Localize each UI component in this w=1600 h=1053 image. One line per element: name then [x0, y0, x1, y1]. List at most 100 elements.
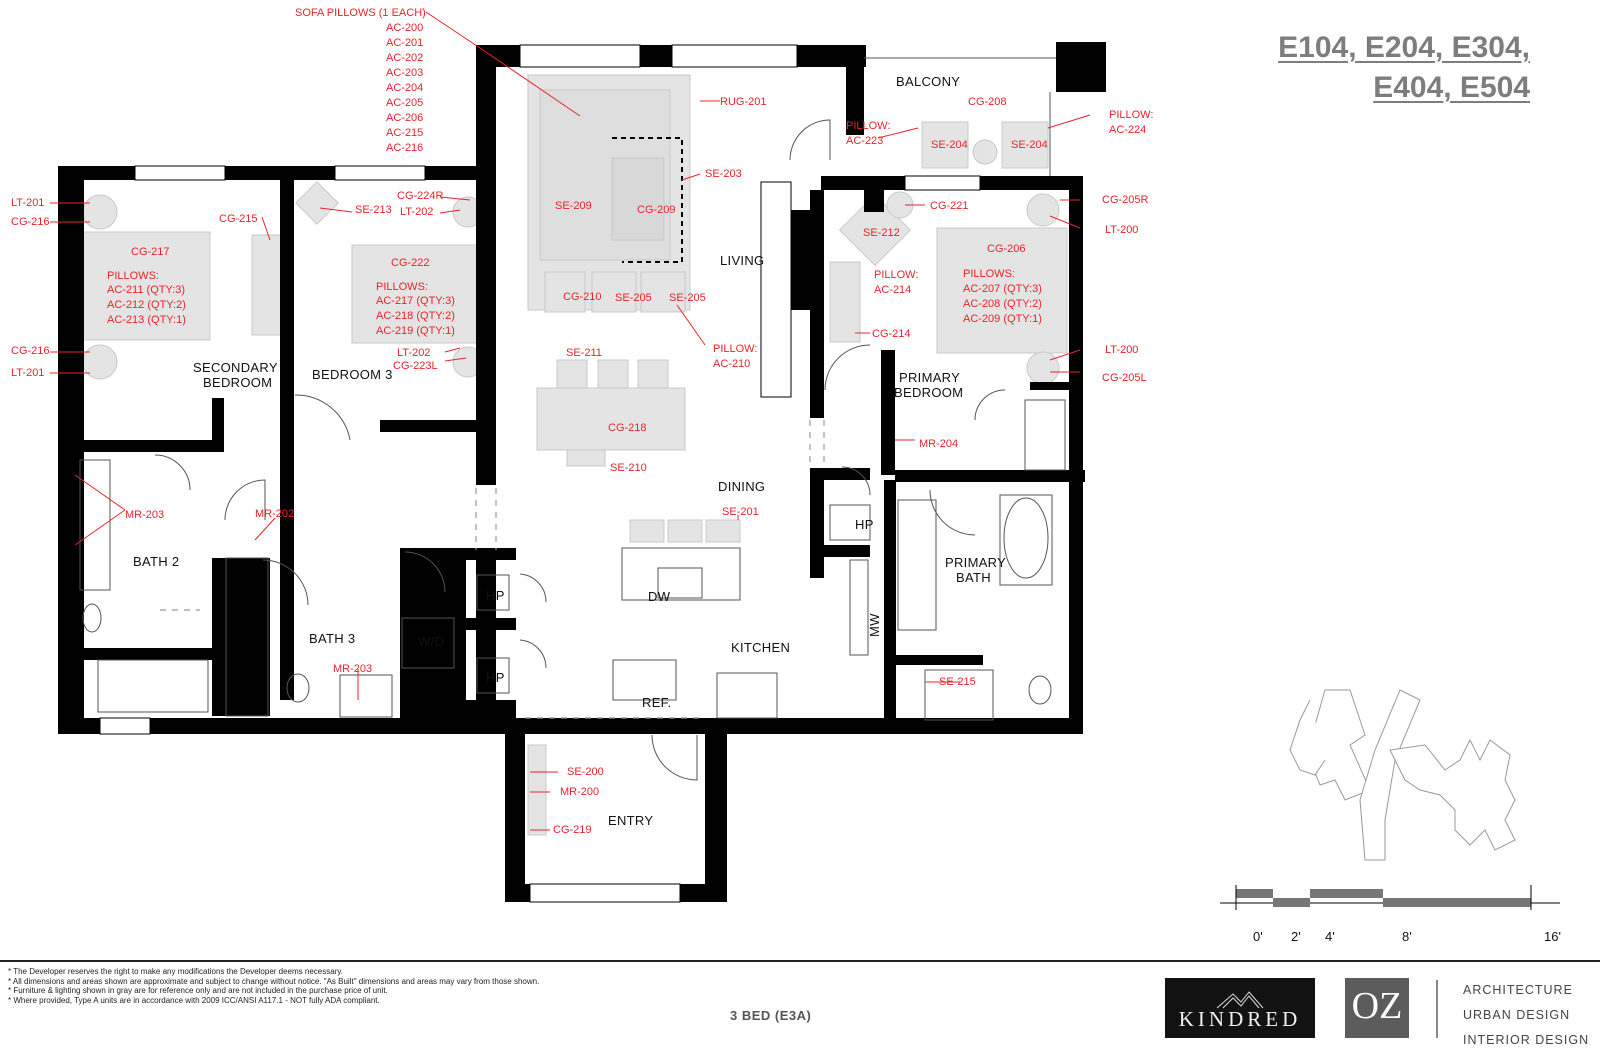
room-secondary-bedroom-1: SECONDARY [193, 360, 278, 375]
room-bedroom-3: BEDROOM 3 [312, 367, 393, 382]
callout-mr203: MR-203 [125, 509, 165, 521]
callout-se205: SE-205 [669, 292, 706, 304]
callout-lt201: LT-201 [11, 197, 45, 209]
callout-mr202: MR-202 [255, 508, 295, 520]
secondary-pillows-label: PILLOWS: [107, 270, 159, 282]
floor-plan [50, 11, 1560, 910]
furniture [79, 74, 1068, 836]
kindred-logo: KINDRED [1165, 978, 1315, 1038]
scale-label: 0' [1253, 929, 1263, 944]
room-primary-bedroom-1: PRIMARY [899, 370, 961, 385]
callout-cg214: CG-214 [872, 328, 911, 340]
sofa-pillow-code: AC-215 [386, 127, 424, 139]
dishwasher-label: DW [648, 589, 671, 604]
callout-pillow-ac210-code: AC-210 [713, 358, 751, 370]
refrigerator-label: REF. [642, 695, 672, 710]
callout-se210: SE-210 [610, 462, 647, 474]
callout-cg221: CG-221 [930, 200, 969, 212]
callout-se201: SE-201 [722, 506, 759, 518]
bed-secondary [79, 231, 211, 341]
firm-services: ARCHITECTURE URBAN DESIGN INTERIOR DESIG… [1463, 978, 1589, 1053]
callout-pillow-ac224: PILLOW: [1109, 109, 1154, 121]
scale-label: 4' [1325, 929, 1335, 944]
callout-lt201: LT-201 [11, 367, 45, 379]
callout-mr200: MR-200 [560, 786, 600, 798]
callout-cg219: CG-219 [553, 824, 592, 836]
callout-pillow-ac210: PILLOW: [713, 343, 758, 355]
callout-se200: SE-200 [567, 766, 604, 778]
primary-pillow-item: AC-208 (QTY:2) [963, 298, 1042, 310]
primary-pillows-label: PILLOWS: [963, 268, 1015, 280]
kindred-wordmark: KINDRED [1178, 1007, 1302, 1031]
sofa-pillow-code: AC-203 [386, 67, 424, 79]
note: * Where provided, Type A units are in ac… [8, 995, 380, 1005]
unit-title-line-2: E404, E504 [1373, 71, 1530, 104]
room-living: LIVING [720, 253, 765, 268]
callout-se215: SE-215 [939, 676, 976, 688]
callout-cg205l: CG-205L [1102, 372, 1147, 384]
callout-mr204: MR-204 [919, 438, 959, 450]
sofa-pillow-code: AC-205 [386, 97, 424, 109]
callout-se211: SE-211 [566, 347, 602, 359]
room-bath-2: BATH 2 [133, 554, 180, 569]
callout-cg218: CG-218 [608, 422, 647, 434]
primary-pillow-item: AC-207 (QTY:3) [963, 283, 1042, 295]
bedroom3-pillow-item: AC-219 (QTY:1) [376, 325, 455, 337]
callout-cg205r: CG-205R [1102, 194, 1149, 206]
disclaimer-notes: * The Developer reserves the right to ma… [8, 967, 539, 1005]
bed-primary [936, 227, 1068, 354]
note: * Furniture & lighting shown in gray are… [8, 986, 388, 996]
callout-se209: SE-209 [555, 200, 592, 212]
callout-cg223l: CG-223L [393, 360, 438, 372]
scale-bar [1220, 885, 1560, 910]
callout-mr203: MR-203 [333, 663, 373, 675]
sofa-pillow-code: AC-206 [386, 112, 424, 124]
callout-cg216: CG-216 [11, 345, 50, 357]
room-kitchen: KITCHEN [731, 640, 791, 655]
sofa-pillows-title: SOFA PILLOWS (1 EACH) [295, 7, 426, 19]
callout-lt202: LT-202 [400, 206, 434, 218]
note: * The Developer reserves the right to ma… [8, 967, 343, 976]
bedroom3-pillows-label: PILLOWS: [376, 281, 428, 293]
room-dining: DINING [718, 479, 766, 494]
bed-bedroom3 [351, 244, 485, 344]
footer-rule [0, 960, 1600, 962]
room-bath-3: BATH 3 [309, 631, 356, 646]
primary-bed-code: CG-206 [987, 243, 1026, 255]
sofa-pillow-code: AC-216 [386, 142, 424, 154]
unit-title-line-1: E104, E204, E304, [1278, 31, 1530, 64]
callout-se204: SE-204 [1011, 139, 1048, 151]
callout-lt200: LT-200 [1105, 224, 1139, 236]
service-item: URBAN DESIGN [1463, 1008, 1571, 1022]
callout-lt202: LT-202 [397, 347, 431, 359]
callout-se213: SE-213 [355, 204, 392, 216]
oz-logo: OZ [1345, 978, 1409, 1038]
mountain-icon [1216, 991, 1264, 1009]
scale-label: 16' [1544, 929, 1561, 944]
callout-pillow-ac214: PILLOW: [874, 269, 919, 281]
callout-se205: SE-205 [615, 292, 652, 304]
leader-lines [50, 11, 1091, 831]
key-plan [1289, 689, 1516, 861]
sofa-pillow-code: AC-201 [386, 37, 424, 49]
heat-pump-label: HP [486, 588, 505, 603]
callout-pillow-ac214-code: AC-214 [874, 284, 912, 296]
logo-divider [1436, 980, 1438, 1038]
callout-pillow-ac223: PILLOW: [846, 120, 891, 132]
callout-se212: SE-212 [863, 227, 900, 239]
callout-cg215: CG-215 [219, 213, 258, 225]
callout-pillow-ac223-code: AC-223 [846, 135, 884, 147]
sofa-pillow-code: AC-202 [386, 52, 424, 64]
secondary-bed-code: CG-217 [131, 246, 170, 258]
callout-cg210: CG-210 [563, 291, 602, 303]
callout-se204: SE-204 [931, 139, 968, 151]
callout-se203: SE-203 [705, 168, 742, 180]
callout-pillow-ac224-code: AC-224 [1109, 124, 1147, 136]
callout-cg224r: CG-224R [397, 190, 444, 202]
room-primary-bedroom-2: BEDROOM [894, 385, 964, 400]
dining-table [536, 387, 686, 451]
unit-title: E104, E204, E304, E404, E504 [1278, 28, 1530, 108]
service-item: ARCHITECTURE [1463, 983, 1573, 997]
note: * All dimensions and areas shown are app… [8, 976, 540, 986]
secondary-pillow-item: AC-212 (QTY:2) [107, 299, 186, 311]
